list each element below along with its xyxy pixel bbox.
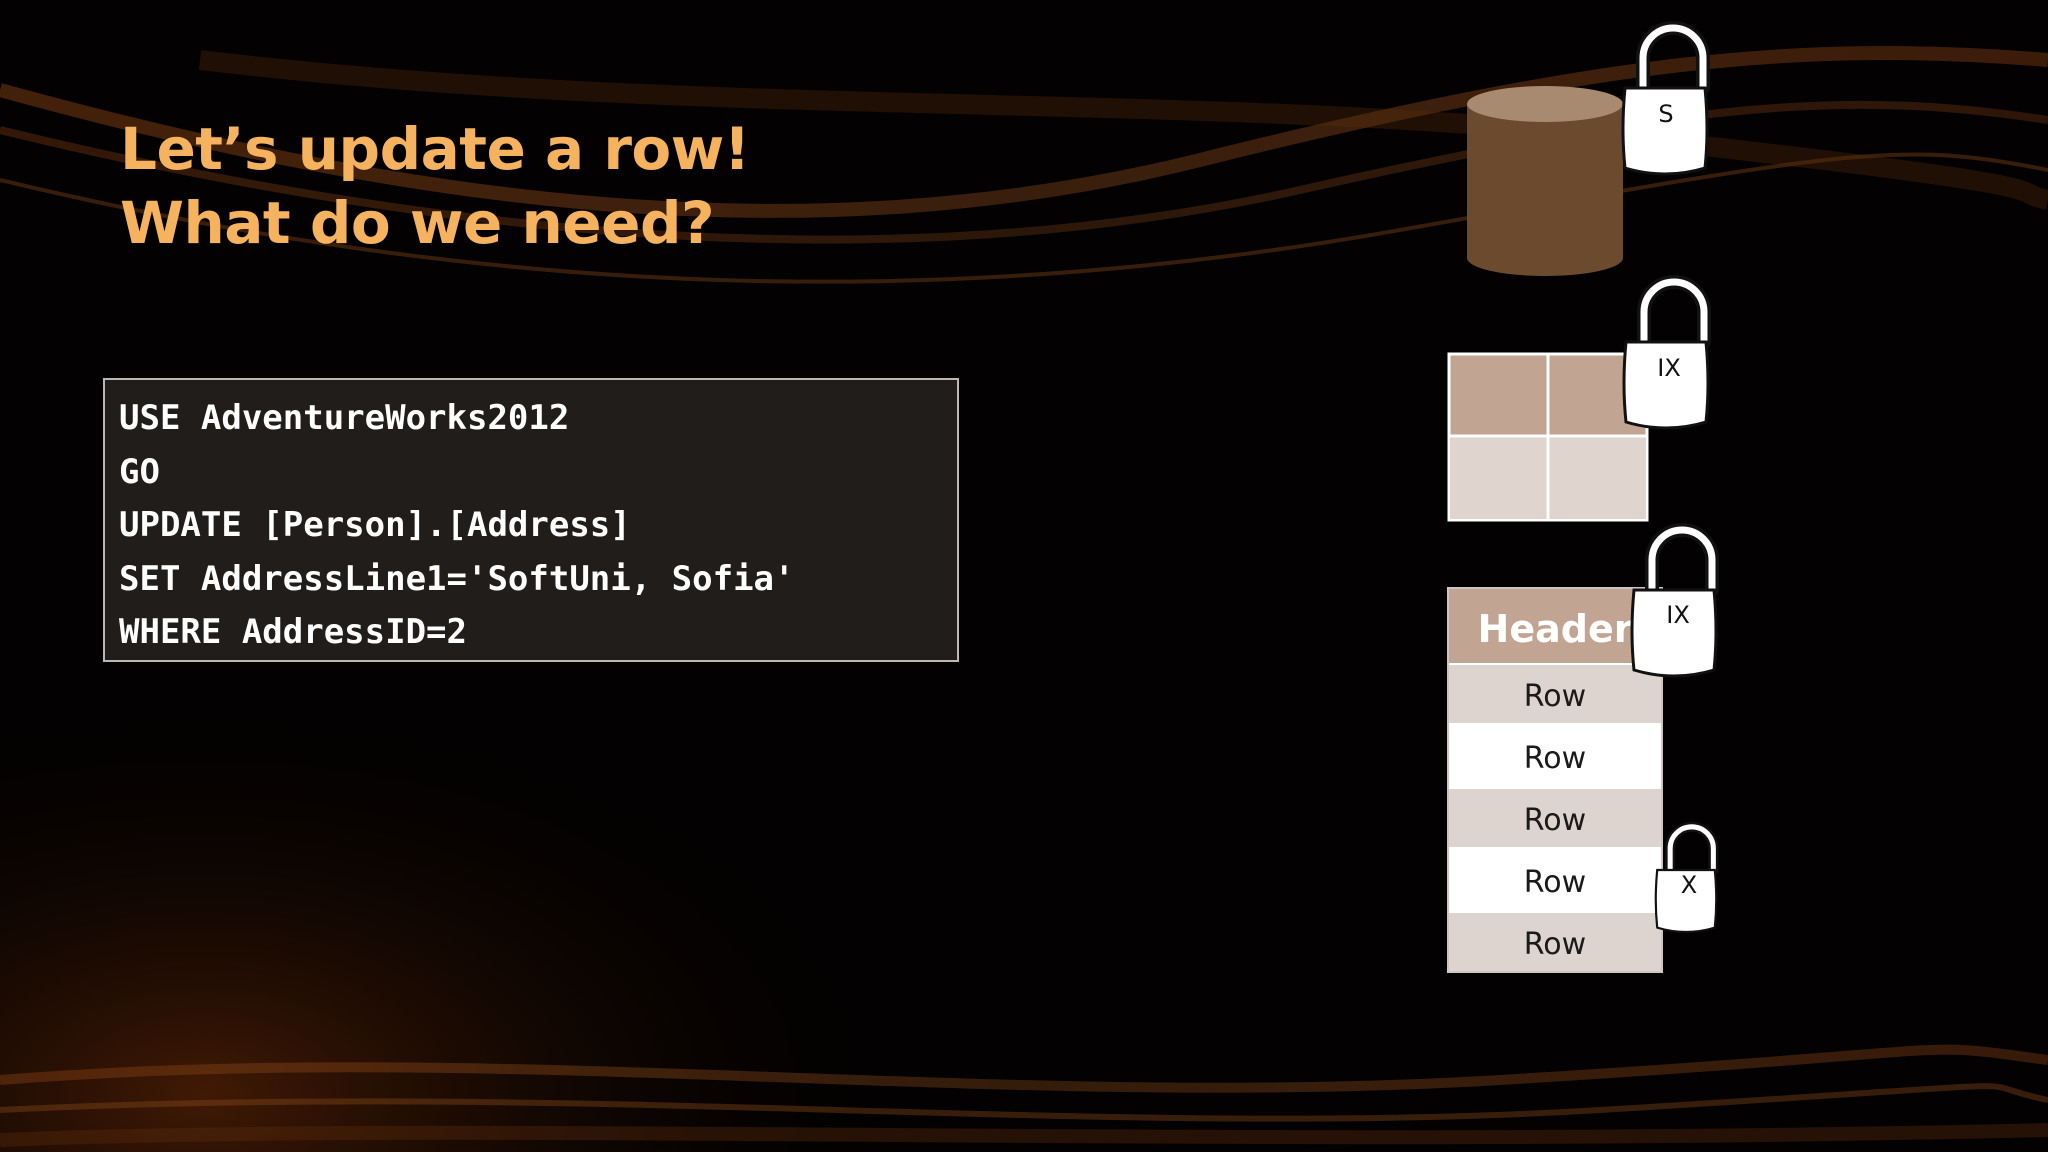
row-label: Row xyxy=(1524,927,1586,962)
code-line: UPDATE [Person].[Address] xyxy=(119,505,631,545)
table-icon xyxy=(1447,352,1649,522)
row-label: Row xyxy=(1524,679,1586,714)
row-label: Row xyxy=(1524,741,1586,776)
code-block: USE AdventureWorks2012 GO UPDATE [Person… xyxy=(103,378,959,662)
code-line: WHERE AddressID=2 xyxy=(119,612,467,652)
database-icon xyxy=(1467,86,1623,276)
row-label: Row xyxy=(1524,865,1586,900)
code-line: GO xyxy=(119,451,160,492)
row-lock-label: X xyxy=(1681,871,1697,899)
code-line: SET AddressLine1='SoftUni, Sofia' xyxy=(119,558,795,599)
page-header-label: Header xyxy=(1478,607,1633,651)
table-lock-label: IX xyxy=(1657,354,1681,382)
title-line-2: What do we need? xyxy=(120,189,715,257)
page-icon xyxy=(1447,587,1663,973)
page-lock-label: IX xyxy=(1666,601,1690,629)
database-lock-label: S xyxy=(1658,100,1673,128)
title-line-1: Let’s update a row! xyxy=(120,115,750,183)
code-line: USE AdventureWorks2012 xyxy=(119,398,570,438)
row-label: Row xyxy=(1524,803,1586,838)
slide-title: Let’s update a row! What do we need? xyxy=(120,112,750,260)
